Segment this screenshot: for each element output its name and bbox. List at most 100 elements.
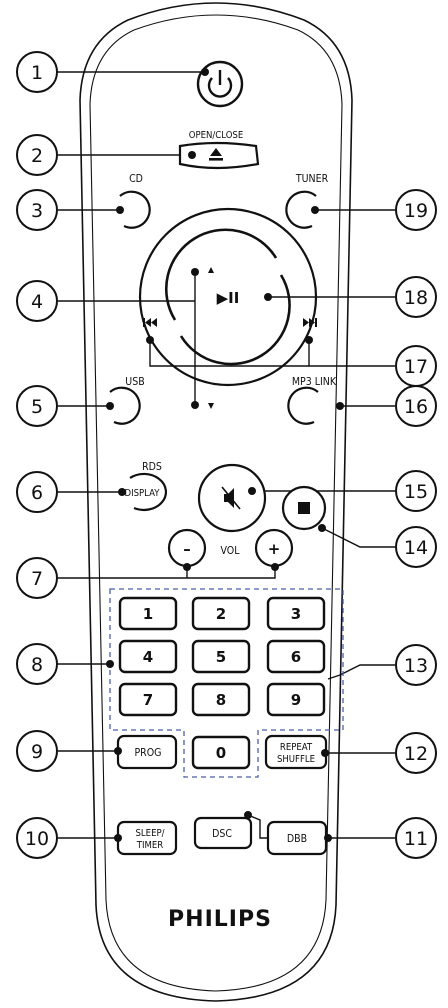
svg-text:5: 5 xyxy=(216,648,226,666)
stop-icon xyxy=(298,502,310,514)
svg-text:9: 9 xyxy=(291,691,301,709)
svg-text:6: 6 xyxy=(31,482,43,504)
minus-icon: – xyxy=(183,540,191,558)
open-close-button[interactable] xyxy=(180,143,258,168)
tuner-button[interactable] xyxy=(286,192,319,228)
dbb-button[interactable]: DBB xyxy=(268,822,332,854)
svg-text:1: 1 xyxy=(31,62,43,84)
key-7[interactable]: 7 xyxy=(120,684,176,715)
key-6[interactable]: 6 xyxy=(268,641,324,672)
callout-16: 16 xyxy=(396,386,436,426)
display-button[interactable]: DISPLAY xyxy=(118,474,166,510)
open-close-label: OPEN/CLOSE xyxy=(189,130,244,141)
callout-4: 4 xyxy=(17,281,57,321)
dsc-button[interactable]: DSC xyxy=(195,811,252,848)
callout-12: 12 xyxy=(396,733,436,773)
repeat-shuffle-button[interactable]: REPEAT SHUFFLE xyxy=(266,736,329,768)
callout-9: 9 xyxy=(17,731,57,771)
key-0[interactable]: 0 xyxy=(193,737,249,768)
svg-text:7: 7 xyxy=(143,691,153,709)
svg-text:0: 0 xyxy=(216,744,226,762)
volume-down-button[interactable]: – xyxy=(169,530,205,571)
key-1[interactable]: 1 xyxy=(120,598,176,629)
key-2[interactable]: 2 xyxy=(193,598,249,629)
callout-6: 6 xyxy=(17,472,57,512)
callout-2: 2 xyxy=(17,135,57,175)
next-icon xyxy=(303,318,317,327)
dbb-label: DBB xyxy=(287,833,307,845)
callout-5: 5 xyxy=(17,386,57,426)
svg-text:5: 5 xyxy=(31,396,43,418)
play-pause-button[interactable]: ▶II xyxy=(217,289,272,307)
callouts-right: 11 12 13 14 15 16 17 18 19 xyxy=(396,190,436,858)
callout-18: 18 xyxy=(396,277,436,317)
key-3[interactable]: 3 xyxy=(268,598,324,629)
svg-text:4: 4 xyxy=(31,291,43,313)
repeat-label: REPEAT xyxy=(280,742,313,753)
callout-11: 11 xyxy=(396,818,436,858)
svg-text:12: 12 xyxy=(404,743,428,765)
shuffle-label: SHUFFLE xyxy=(277,754,315,765)
svg-text:3: 3 xyxy=(291,605,301,623)
callout-13: 13 xyxy=(396,645,436,685)
tuner-label: TUNER xyxy=(295,173,329,185)
sleep-timer-button[interactable]: SLEEP/ TIMER xyxy=(114,822,176,854)
usb-label: USB xyxy=(125,376,144,388)
svg-text:8: 8 xyxy=(216,691,226,709)
callout-14: 14 xyxy=(396,527,436,567)
callout-8: 8 xyxy=(17,644,57,684)
svg-text:15: 15 xyxy=(404,481,428,503)
svg-text:4: 4 xyxy=(143,648,153,666)
power-button[interactable] xyxy=(198,62,242,106)
svg-text:13: 13 xyxy=(404,655,428,677)
svg-text:9: 9 xyxy=(31,741,43,763)
callouts-left: 1 2 3 4 5 6 7 8 9 10 xyxy=(17,52,57,858)
down-arrow-icon xyxy=(208,403,214,409)
prog-label: PROG xyxy=(134,747,161,759)
svg-text:18: 18 xyxy=(404,287,428,309)
svg-text:7: 7 xyxy=(31,568,43,590)
cd-button[interactable] xyxy=(116,192,150,228)
rds-label: RDS xyxy=(142,461,162,473)
svg-text:1: 1 xyxy=(143,605,153,623)
mp3-link-label: MP3 LINK xyxy=(292,376,337,388)
callout-17: 17 xyxy=(396,346,436,386)
callout-15: 15 xyxy=(396,471,436,511)
key-9[interactable]: 9 xyxy=(268,684,324,715)
dsc-label: DSC xyxy=(212,828,232,840)
plus-icon: + xyxy=(268,540,281,558)
svg-text:10: 10 xyxy=(25,828,49,850)
cd-label: CD xyxy=(129,173,143,185)
mute-button[interactable] xyxy=(199,465,265,531)
volume-up-button[interactable]: + xyxy=(256,530,292,571)
key-8[interactable]: 8 xyxy=(193,684,249,715)
svg-text:16: 16 xyxy=(404,396,428,418)
vol-label: VOL xyxy=(221,545,241,557)
svg-text:8: 8 xyxy=(31,654,43,676)
sleep-label: SLEEP/ xyxy=(135,828,164,839)
callout-1: 1 xyxy=(17,52,57,92)
svg-text:2: 2 xyxy=(216,605,226,623)
svg-text:17: 17 xyxy=(404,356,428,378)
up-arrow-icon xyxy=(208,267,214,273)
callout-19: 19 xyxy=(396,190,436,230)
play-pause-icon: ▶II xyxy=(217,289,240,307)
timer-label: TIMER xyxy=(136,840,164,851)
callout-7: 7 xyxy=(17,558,57,598)
svg-text:11: 11 xyxy=(404,828,428,850)
svg-text:3: 3 xyxy=(31,200,43,222)
stop-button[interactable] xyxy=(283,487,326,532)
philips-logo: PHILIPS xyxy=(168,907,272,932)
previous-button[interactable] xyxy=(143,318,157,344)
usb-button[interactable] xyxy=(106,388,140,424)
svg-text:14: 14 xyxy=(404,537,428,559)
svg-text:6: 6 xyxy=(291,648,301,666)
callout-3: 3 xyxy=(17,190,57,230)
key-5[interactable]: 5 xyxy=(193,641,249,672)
key-4[interactable]: 4 xyxy=(120,641,176,672)
nav-down-button[interactable] xyxy=(191,401,214,409)
nav-up-button[interactable] xyxy=(191,267,214,276)
callout-10: 10 xyxy=(17,818,57,858)
prog-button[interactable]: PROG xyxy=(114,736,176,768)
display-label: DISPLAY xyxy=(125,488,161,499)
